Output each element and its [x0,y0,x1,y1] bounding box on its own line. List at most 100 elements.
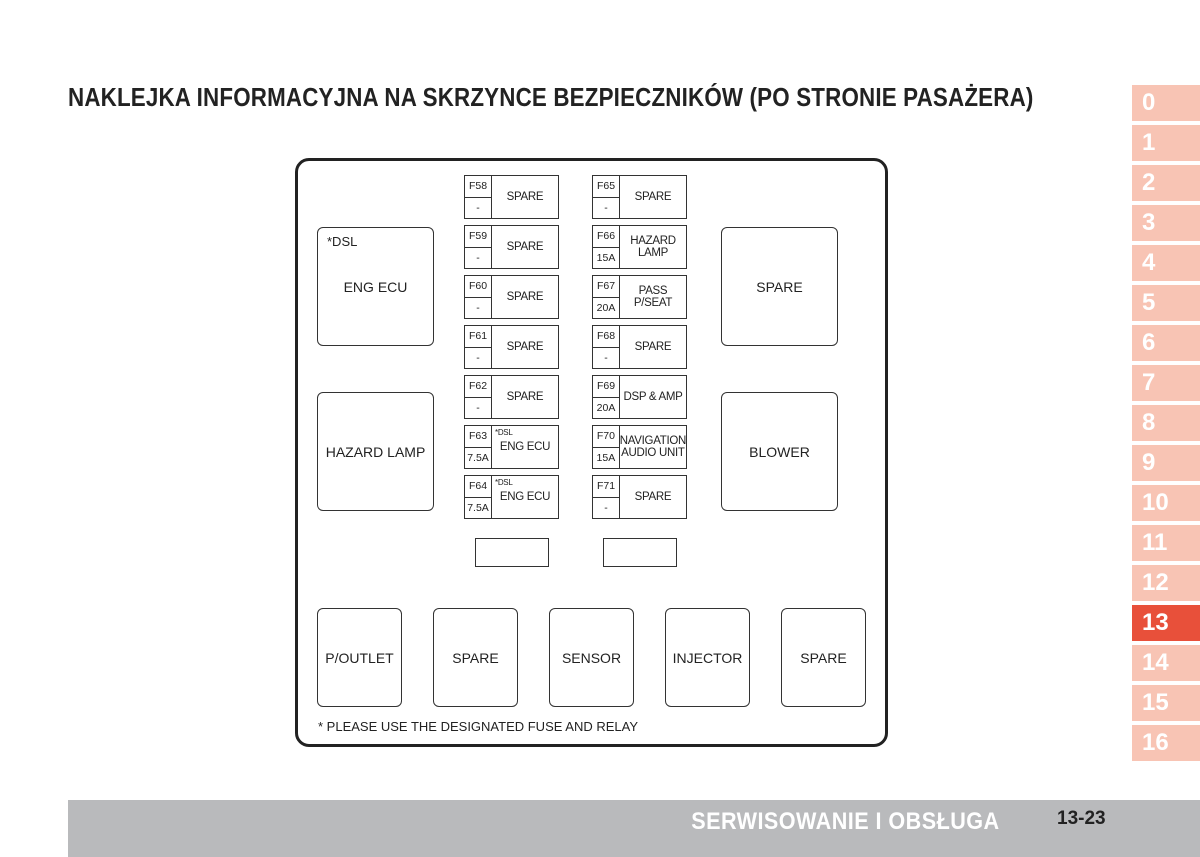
relay-bottom: SPARE [781,608,866,707]
relay-bottom: INJECTOR [665,608,750,707]
empty-fuse-slot [603,538,677,567]
fuse-f61: F61 - SPARE [464,325,559,369]
relay-label: SPARE [800,649,847,666]
fuse-f58: F58 - SPARE [464,175,559,219]
relay-note: *DSL [327,234,358,249]
chapter-tab-4[interactable]: 4 [1132,245,1200,281]
fuse-f66: F66 15A HAZARD LAMP [592,225,687,269]
fuse-f59: F59-SPARE [464,225,559,269]
page-number: 13-23 [1057,808,1106,829]
fuse-f68: F68 - SPARE [592,325,687,369]
relay-label: HAZARD LAMP [325,443,426,460]
chapter-tab-3[interactable]: 3 [1132,205,1200,241]
chapter-tab-16[interactable]: 16 [1132,725,1200,761]
fuse-amperage: - [604,351,608,364]
fuse-id: F62 [465,376,491,398]
fuse-note: *DSL [495,478,513,487]
fuse-id: F63 [465,426,491,448]
chapter-tab-5[interactable]: 5 [1132,285,1200,321]
chapter-tab-14[interactable]: 14 [1132,645,1200,681]
fuse-amperage: - [476,251,480,264]
fuse-id: F61 [465,326,491,348]
chapter-tab-11[interactable]: 11 [1132,525,1200,561]
fuse-amperage: - [476,351,480,364]
fuse-f63: F63 7.5A *DSL ENG ECU [464,425,559,469]
chapter-tab-1[interactable]: 1 [1132,125,1200,161]
chapter-tab-7[interactable]: 7 [1132,365,1200,401]
fuse-id: F58 [465,176,491,198]
relay-bottom: P/OUTLET [317,608,402,707]
fuse-id: F66 [593,226,619,248]
fuse-amperage: 20A [596,301,616,314]
fuse-name: SPARE [634,341,672,353]
chapter-tab-8[interactable]: 8 [1132,405,1200,441]
section-title: SERWISOWANIE I OBSŁUGA [691,808,1000,835]
relay-label: ENG ECU [343,278,408,295]
fuse-amperage: 7.5A [467,501,489,514]
page-title: NAKLEJKA INFORMACYJNA NA SKRZYNCE BEZPIE… [68,82,1034,112]
fuse-f60: F60 - SPARE [464,275,559,319]
fuse-amperage: 20A [596,401,616,414]
fuse-amperage: - [476,401,480,414]
relay-bottom: SENSOR [549,608,634,707]
fuse-name: ENG ECU [499,441,551,453]
relay-blower: BLOWER [721,392,838,511]
fuse-amperage: 15A [596,251,616,264]
fuse-f64: F64 7.5A *DSL ENG ECU [464,475,559,519]
relay-spare: SPARE [721,227,838,346]
fuse-id: F68 [593,326,619,348]
fuse-name: SPARE [506,191,544,203]
fuse-note: *DSL [495,428,513,437]
fuse-name: ENG ECU [499,491,551,503]
chapter-tab-9[interactable]: 9 [1132,445,1200,481]
fuse-f71: F71 - SPARE [592,475,687,519]
chapter-tab-6[interactable]: 6 [1132,325,1200,361]
chapter-tab-0[interactable]: 0 [1132,85,1200,121]
fuse-id: F71 [593,476,619,498]
fuse-amperage: - [476,201,480,214]
relay-hazard-lamp: HAZARD LAMP [317,392,434,511]
relay-label: SPARE [452,649,499,666]
fuse-amperage: - [476,301,480,314]
fuse-name: DSP & AMP [623,391,683,403]
fuse-amperage: 7.5A [467,451,489,464]
relay-eng-ecu: *DSL ENG ECU [317,227,434,346]
fuse-amperage: - [604,501,608,514]
fuse-id: F67 [593,276,619,298]
footer-bar [68,800,1200,857]
fuse-name: SPARE [634,491,672,503]
fuse-id: F65 [593,176,619,198]
fuse-id: F60 [465,276,491,298]
relay-label: P/OUTLET [325,649,394,666]
relay-bottom: SPARE [433,608,518,707]
relay-label: BLOWER [749,443,810,460]
fuse-id: F59 [465,226,491,248]
chapter-tab-13[interactable]: 13 [1132,605,1200,641]
chapter-tab-2[interactable]: 2 [1132,165,1200,201]
fuse-id: F70 [593,426,619,448]
fuse-name: SPARE [506,341,544,353]
fuse-id: F69 [593,376,619,398]
fuse-name: SPARE [634,191,672,203]
fuse-f65: F65 - SPARE [592,175,687,219]
fuse-name: HAZARD LAMP [630,235,676,259]
footnote: * PLEASE USE THE DESIGNATED FUSE AND REL… [318,719,639,734]
chapter-tab-10[interactable]: 10 [1132,485,1200,521]
relay-label: INJECTOR [672,649,743,666]
relay-label: SPARE [756,278,803,295]
chapter-tab-12[interactable]: 12 [1132,565,1200,601]
fuse-name: NAVIGATION [619,435,687,447]
fuse-amperage: 15A [596,451,616,464]
fuse-box-diagram [295,158,888,747]
fuse-name-line2: AUDIO UNIT [621,447,685,459]
fuse-amperage: - [604,201,608,214]
relay-label: SENSOR [561,649,622,666]
fuse-f69: F69 20A DSP & AMP [592,375,687,419]
fuse-name: SPARE [506,391,544,403]
fuse-id: F64 [465,476,491,498]
chapter-tab-15[interactable]: 15 [1132,685,1200,721]
fuse-name: SPARE [506,291,544,303]
empty-fuse-slot [475,538,549,567]
